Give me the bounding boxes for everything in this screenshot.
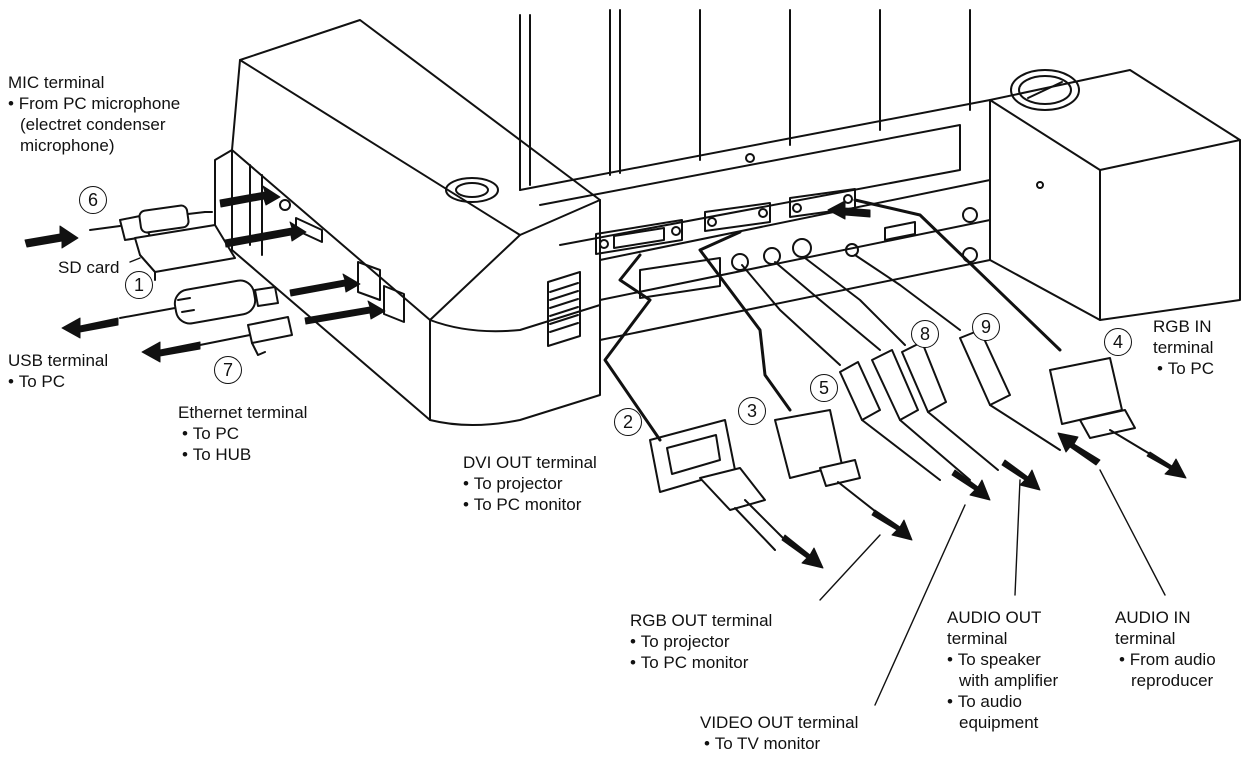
audio-out-title-1: AUDIO OUT bbox=[947, 608, 1042, 627]
audio-out-label: AUDIO OUT terminal To speaker with ampli… bbox=[947, 607, 1058, 733]
vent-grille bbox=[547, 271, 581, 347]
audio-in-label: AUDIO IN terminal From audio reproducer bbox=[1115, 607, 1216, 691]
ethernet-title: Ethernet terminal bbox=[178, 403, 308, 422]
usb-title: USB terminal bbox=[8, 351, 109, 370]
service-port bbox=[884, 221, 916, 241]
callout-5: 5 bbox=[810, 374, 838, 402]
usb-plug bbox=[119, 279, 279, 325]
audio-out-bullet-1: To speaker bbox=[947, 649, 1058, 670]
ethernet-bullet-2: To HUB bbox=[178, 444, 307, 465]
rgb-out-plug bbox=[698, 230, 881, 516]
callout-4: 4 bbox=[1104, 328, 1132, 356]
video-out-title: VIDEO OUT terminal bbox=[700, 713, 859, 732]
rgb-in-port bbox=[789, 188, 856, 218]
mic-title: MIC terminal bbox=[8, 73, 105, 92]
rgb-out-title: RGB OUT terminal bbox=[630, 611, 773, 630]
mic-plug bbox=[89, 204, 213, 241]
audio-out-bullet-1-cont: with amplifier bbox=[959, 671, 1059, 690]
mic-cont-1: (electret condenser bbox=[20, 115, 166, 134]
sd-card bbox=[134, 224, 236, 281]
video-out-plug bbox=[741, 264, 941, 481]
audio-in-bullet-cont: reproducer bbox=[1131, 671, 1214, 690]
rgb-in-title-1: RGB IN bbox=[1153, 317, 1212, 336]
dvi-port bbox=[595, 219, 683, 255]
audio-out-bullet-2: To audio bbox=[947, 691, 1058, 712]
rgb-in-bullet: To PC bbox=[1153, 358, 1214, 379]
rgb-out-label: RGB OUT terminal To projector To PC moni… bbox=[630, 610, 772, 673]
dvi-plug bbox=[603, 253, 791, 551]
audio-out-l-jack bbox=[763, 247, 781, 265]
ethernet-port bbox=[383, 285, 405, 323]
rgb-out-bullet-2: To PC monitor bbox=[630, 652, 772, 673]
dvi-out-label: DVI OUT terminal To projector To PC moni… bbox=[463, 452, 597, 515]
audio-in-title-2: terminal bbox=[1115, 629, 1176, 648]
video-out-jack bbox=[731, 253, 749, 271]
dvi-bullet-2: To PC monitor bbox=[463, 494, 597, 515]
callout-8: 8 bbox=[911, 320, 939, 348]
callout-6: 6 bbox=[79, 186, 107, 214]
usb-bullet: To PC bbox=[8, 371, 108, 392]
arrows bbox=[24, 185, 1187, 569]
callout-1: 1 bbox=[125, 271, 153, 299]
audio-in-bullet: From audio bbox=[1115, 649, 1216, 670]
sd-card-label: SD card bbox=[58, 258, 120, 277]
ethernet-plug bbox=[199, 316, 293, 356]
leader-lines bbox=[129, 257, 1166, 706]
video-out-bullet: To TV monitor bbox=[700, 733, 858, 754]
dvi-title: DVI OUT terminal bbox=[463, 453, 597, 472]
rgb-out-port bbox=[704, 202, 771, 232]
usb-port bbox=[357, 261, 381, 301]
audio-out-r-jack bbox=[792, 238, 812, 258]
video-out-label: VIDEO OUT terminal To TV monitor bbox=[700, 712, 858, 754]
rgb-in-plug bbox=[853, 198, 1161, 461]
callout-3: 3 bbox=[738, 397, 766, 425]
audio-in-jack bbox=[845, 243, 859, 257]
rgb-in-title-2: terminal bbox=[1153, 338, 1214, 357]
rgb-out-bullet-1: To projector bbox=[630, 631, 772, 652]
audio-out-title-2: terminal bbox=[947, 629, 1008, 648]
mic-terminal-label: MIC terminal From PC microphone (electre… bbox=[8, 72, 180, 156]
ethernet-terminal-label: Ethernet terminal To PC To HUB bbox=[178, 402, 307, 465]
mic-bullet: From PC microphone bbox=[8, 93, 181, 114]
audio-out-plugs bbox=[774, 257, 999, 481]
dvi-bullet-1: To projector bbox=[463, 473, 597, 494]
usb-terminal-label: USB terminal To PC bbox=[8, 350, 108, 392]
callout-9: 9 bbox=[972, 313, 1000, 341]
callout-7: 7 bbox=[214, 356, 242, 384]
mic-port bbox=[279, 199, 291, 211]
mic-cont-2: microphone) bbox=[20, 136, 115, 155]
rgb-in-label: RGB IN terminal To PC bbox=[1153, 316, 1214, 379]
callout-2: 2 bbox=[614, 408, 642, 436]
ethernet-bullet-1: To PC bbox=[178, 423, 307, 444]
audio-in-title-1: AUDIO IN bbox=[1115, 608, 1191, 627]
device-body bbox=[214, 9, 1241, 426]
audio-out-bullet-2-cont: equipment bbox=[959, 713, 1039, 732]
